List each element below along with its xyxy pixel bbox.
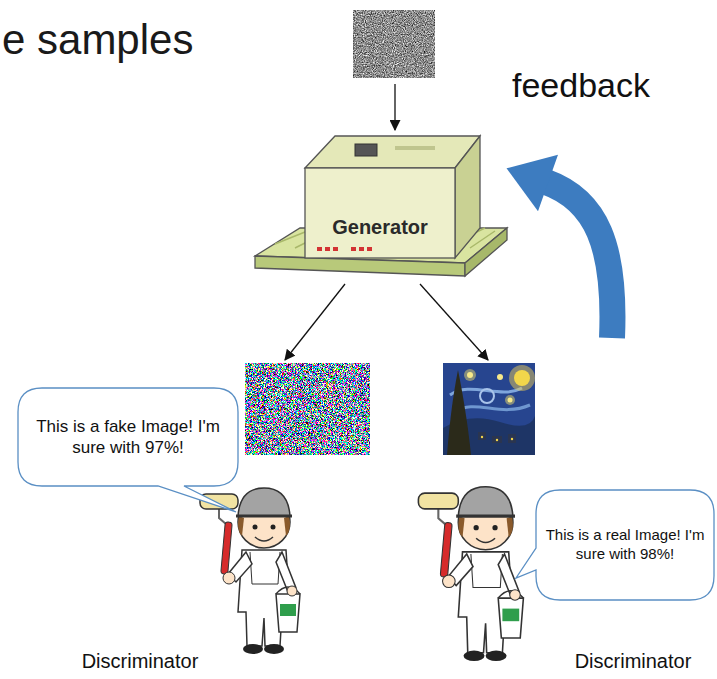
- generator-machine: [255, 256, 465, 276]
- discriminator-label-wrap: Discriminator: [575, 650, 692, 673]
- speech-bubble: This is a real Image! I'm sure with 98%!: [536, 490, 714, 600]
- generator-machine: [255, 136, 507, 276]
- discriminator-figure: [418, 487, 523, 661]
- speech-text: This is a fake Image! I'm sure with 97%!: [32, 416, 224, 459]
- starry-night-image: [443, 363, 535, 455]
- generator-machine: Generator: [305, 210, 455, 244]
- discriminator-label: Discriminator: [575, 650, 692, 672]
- generator-machine: [351, 247, 356, 251]
- speech-bubble-outline: [18, 388, 238, 486]
- flow-arrow: [285, 84, 488, 360]
- flow-arrow: [420, 284, 488, 360]
- feedback-arrow: [546, 182, 612, 338]
- generator-machine: [333, 247, 338, 251]
- feedback-arrow: [507, 155, 613, 338]
- generator-machine: [355, 144, 377, 156]
- flow-arrow: [394, 84, 395, 130]
- fake-image: [245, 363, 370, 455]
- starry-night-image: [511, 438, 513, 440]
- discriminator-label: Discriminator: [82, 650, 199, 672]
- starry-night-image: [443, 363, 535, 455]
- starry-night-image: [509, 365, 535, 391]
- starry-night-image: [514, 370, 530, 386]
- generator-machine: [305, 168, 455, 258]
- feedback-label: feedback: [512, 66, 650, 104]
- starry-night-image: [508, 434, 516, 443]
- noise-input: [353, 10, 435, 78]
- generator-machine: [305, 136, 480, 168]
- starry-night-image: [467, 372, 473, 378]
- speech-text: This is a real Image! I'm sure with 98%!: [545, 526, 705, 564]
- feedback-arrow: [507, 155, 559, 212]
- flow-arrow: [285, 284, 345, 360]
- starry-night-image: [455, 405, 530, 412]
- discriminator-label-wrap: Discriminator: [82, 650, 199, 673]
- node-label: Generator: [332, 215, 428, 240]
- generator-machine: [395, 146, 435, 150]
- speech-bubble: This is a fake Image! I'm sure with 97%!: [18, 388, 238, 486]
- starry-night-image: [480, 389, 494, 403]
- starry-night-image: [505, 395, 515, 405]
- speech-bubble-outline: [18, 388, 238, 512]
- slide-title-wrap: e samples: [2, 16, 193, 64]
- discriminator-figure: [200, 488, 300, 654]
- generator-machine: [325, 247, 330, 251]
- generator-machine: [367, 247, 372, 251]
- starry-night-image: [447, 370, 471, 455]
- speech-bubble-outline: [516, 490, 714, 600]
- generator-machine: [317, 247, 322, 251]
- noise-input: [353, 10, 435, 78]
- fake-image: [245, 363, 370, 455]
- generator-machine: [359, 247, 364, 251]
- starry-night-image: [496, 439, 498, 441]
- starry-night-image: [464, 369, 476, 381]
- starry-night-image: [478, 432, 486, 440]
- generator-machine: [455, 136, 480, 258]
- slide-title: e samples: [2, 16, 193, 63]
- starry-night-image: [497, 374, 503, 380]
- starry-night-image: [492, 436, 502, 443]
- starry-night-image: [508, 398, 513, 403]
- feedback-label-wrap: feedback: [512, 66, 650, 105]
- starry-night-image: [481, 436, 483, 438]
